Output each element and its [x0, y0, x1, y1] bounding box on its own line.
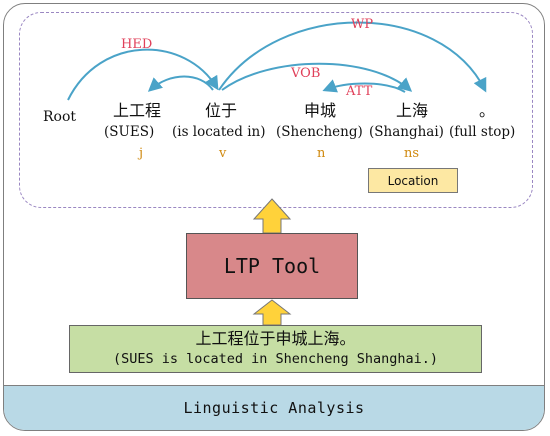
- arc-sbv: [147, 75, 214, 92]
- arc-hed: [67, 48, 219, 101]
- input-sentence-english: (SUES is located in Shencheng Shanghai.): [112, 351, 439, 367]
- gloss-located-in: (is located in): [172, 124, 266, 140]
- token-root: Root: [43, 109, 77, 125]
- token-sues: 上工程: [113, 101, 162, 120]
- token-shencheng: 申城: [304, 101, 337, 120]
- label-wp: WP: [351, 17, 374, 32]
- input-sentence-chinese: 上工程位于申城上海。: [195, 329, 356, 348]
- arc-att: [322, 79, 406, 93]
- gloss-sues: (SUES): [104, 124, 155, 140]
- ltp-tool-label: LTP Tool: [223, 254, 321, 278]
- token-shanghai: 上海: [396, 101, 429, 120]
- arc-wp: [218, 21, 487, 93]
- pos-sues: j: [139, 146, 144, 161]
- gloss-shanghai: (Shanghai): [369, 124, 444, 140]
- label-hed: HED: [121, 37, 153, 52]
- up-arrow-upper: [252, 198, 292, 234]
- ltp-tool-box: LTP Tool: [186, 233, 358, 299]
- label-att: ATT: [346, 84, 373, 99]
- up-arrow-lower: [252, 299, 292, 326]
- token-located-in: 位于: [205, 101, 238, 120]
- pos-shanghai: ns: [404, 146, 420, 161]
- token-full-stop: 。: [479, 101, 496, 120]
- pos-shencheng: n: [317, 146, 326, 161]
- linguistic-analysis-label: Linguistic Analysis: [183, 399, 365, 417]
- pos-located-in: v: [219, 146, 227, 161]
- arc-vob: [221, 62, 413, 92]
- location-tag: Location: [368, 168, 458, 193]
- location-label: Location: [387, 173, 439, 188]
- gloss-shencheng: (Shencheng): [276, 124, 363, 140]
- label-vob: VOB: [291, 66, 321, 81]
- gloss-full-stop: (full stop): [449, 124, 516, 140]
- input-sentence-box: 上工程位于申城上海。 (SUES is located in Shencheng…: [69, 325, 482, 373]
- linguistic-analysis-bar: Linguistic Analysis: [4, 385, 544, 430]
